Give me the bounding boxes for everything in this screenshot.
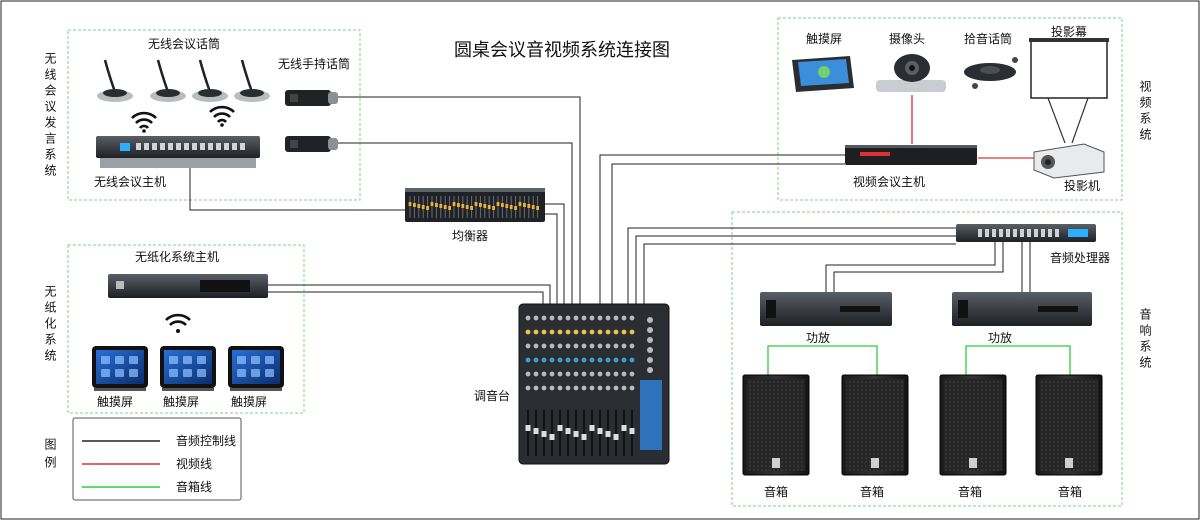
equalizer-label: 均衡器: [452, 229, 488, 243]
handheld-mics-label: 无线手持话筒: [278, 56, 350, 71]
wireless-host-device: [96, 136, 260, 168]
wifi-icon: [131, 111, 157, 133]
touchscreen-1-label: 触摸屏: [97, 395, 133, 409]
projection-screen-icon: [1029, 38, 1109, 99]
paperless-group-label: 无纸化系统: [43, 285, 57, 365]
gooseneck-mic-icon: [150, 59, 186, 102]
tablet-icon: [92, 346, 148, 391]
equalizer-device: [405, 188, 545, 222]
mixer-device: [518, 303, 670, 465]
video-lines: [911, 95, 1034, 159]
audio-processor-device: [956, 224, 1096, 242]
touchscreen-3-label: 触摸屏: [231, 395, 267, 409]
gooseneck-mic-icon: [97, 59, 133, 102]
wifi-icon: [209, 105, 235, 127]
legend-video-label: 视频线: [176, 456, 212, 471]
wireless-system-box: [67, 29, 361, 201]
diagram-title: 圆桌会议音视频系统连接图: [454, 40, 670, 61]
sound-group-label: 音响系统: [1138, 307, 1152, 372]
paperless-host-label: 无纸化系统主机: [135, 250, 219, 264]
tablet-icon: [160, 346, 216, 391]
projector-beams: [1047, 97, 1089, 144]
paperless-host-device: [108, 274, 268, 298]
mixer-label: 调音台: [474, 388, 510, 403]
gooseneck-mic-icon: [234, 59, 270, 102]
legend-items: 音频控制线 视频线 音箱线: [82, 433, 236, 494]
legend-audio-label: 音频控制线: [176, 433, 236, 448]
speaker-3-label: 音箱: [958, 484, 982, 499]
audio-control-lines: [189, 96, 1031, 306]
amplifier-2-device: [952, 292, 1092, 326]
wireless-mic-group: [97, 59, 270, 102]
projector-icon: [1033, 143, 1105, 179]
amplifier-2-label: 功放: [988, 330, 1012, 345]
speaker-lines: [767, 345, 1071, 375]
speaker-cabinet-icon: [939, 374, 1007, 476]
video-touchscreen-icon: [792, 56, 854, 92]
speaker-group: [742, 374, 1103, 476]
wireless-mics-label: 无线会议话筒: [148, 36, 220, 51]
speaker-2-label: 音箱: [860, 484, 884, 499]
handheld-mic-1-icon: [285, 90, 338, 106]
legend-box: [72, 417, 242, 501]
video-system-box: [777, 17, 1123, 201]
video-touchscreen-label: 触摸屏: [806, 32, 842, 46]
speaker-cabinet-icon: [742, 374, 810, 476]
gooseneck-mic-icon: [192, 59, 228, 102]
speaker-cabinet-icon: [841, 374, 909, 476]
video-host-label: 视频会议主机: [853, 174, 925, 189]
tablet-icon: [228, 346, 284, 391]
projector-label: 投影机: [1064, 178, 1100, 193]
handheld-mic-2-icon: [285, 136, 338, 152]
camera-icon: [876, 54, 946, 92]
amplifier-1-device: [760, 292, 892, 326]
legend-title: 图例: [43, 438, 57, 474]
speaker-4-label: 音箱: [1058, 484, 1082, 499]
wireless-group-label: 无线会议发言系统: [43, 52, 57, 180]
paperless-touchscreens: [92, 346, 284, 391]
speaker-1-label: 音箱: [764, 484, 788, 499]
amplifier-1-label: 功放: [806, 330, 830, 345]
wireless-host-label: 无线会议主机: [94, 175, 166, 189]
sound-system-box: [731, 211, 1123, 507]
wifi-icon: [165, 313, 191, 333]
projection-screen-label: 投影幕: [1051, 24, 1087, 39]
paperless-system-box: [67, 244, 305, 414]
pickup-mic-label: 拾音话筒: [964, 31, 1012, 46]
video-group-label: 视频系统: [1138, 79, 1152, 144]
camera-label: 摄像头: [889, 31, 925, 46]
video-host-device: [845, 145, 977, 165]
speaker-cabinet-icon: [1035, 374, 1103, 476]
audio-processor-label: 音频处理器: [1050, 250, 1110, 265]
touchscreen-2-label: 触摸屏: [163, 395, 199, 409]
pickup-mic-icon: [964, 57, 1018, 89]
legend-speaker-label: 音箱线: [176, 479, 212, 494]
